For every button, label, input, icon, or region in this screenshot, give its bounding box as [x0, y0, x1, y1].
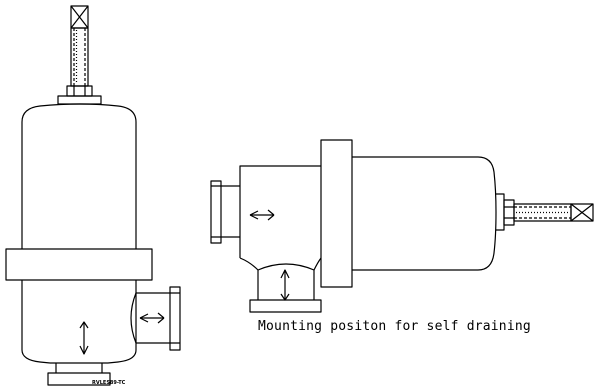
- vertical-flow-arrow-left: [140, 313, 164, 323]
- horizontal-left-inlet: [211, 181, 240, 243]
- horizontal-flow-arrow-up: [281, 270, 289, 300]
- horizontal-flange: [321, 140, 352, 287]
- vertical-side-outlet: [131, 287, 180, 350]
- vertical-unit: [6, 6, 180, 385]
- horizontal-body-left: [240, 166, 321, 258]
- vertical-cable-nut: [58, 86, 101, 104]
- horizontal-flow-arrow-left: [250, 210, 274, 220]
- horizontal-cable-nut: [496, 194, 514, 230]
- mounting-caption: Mounting positon for self draining: [258, 319, 531, 334]
- vertical-flange-band: [6, 249, 152, 280]
- horizontal-cable: [514, 204, 593, 221]
- horizontal-bottom-outlet: [240, 258, 321, 312]
- vertical-body-lower: [22, 280, 136, 363]
- vertical-cable: [71, 6, 88, 86]
- drawing-id-label: RVLES89-TC: [92, 380, 126, 386]
- horizontal-unit: [211, 140, 593, 312]
- vertical-flow-arrow-down: [80, 322, 88, 354]
- vertical-bottom-outlet: [48, 363, 110, 385]
- horizontal-body-right: [352, 157, 496, 270]
- vertical-body-upper: [22, 104, 136, 249]
